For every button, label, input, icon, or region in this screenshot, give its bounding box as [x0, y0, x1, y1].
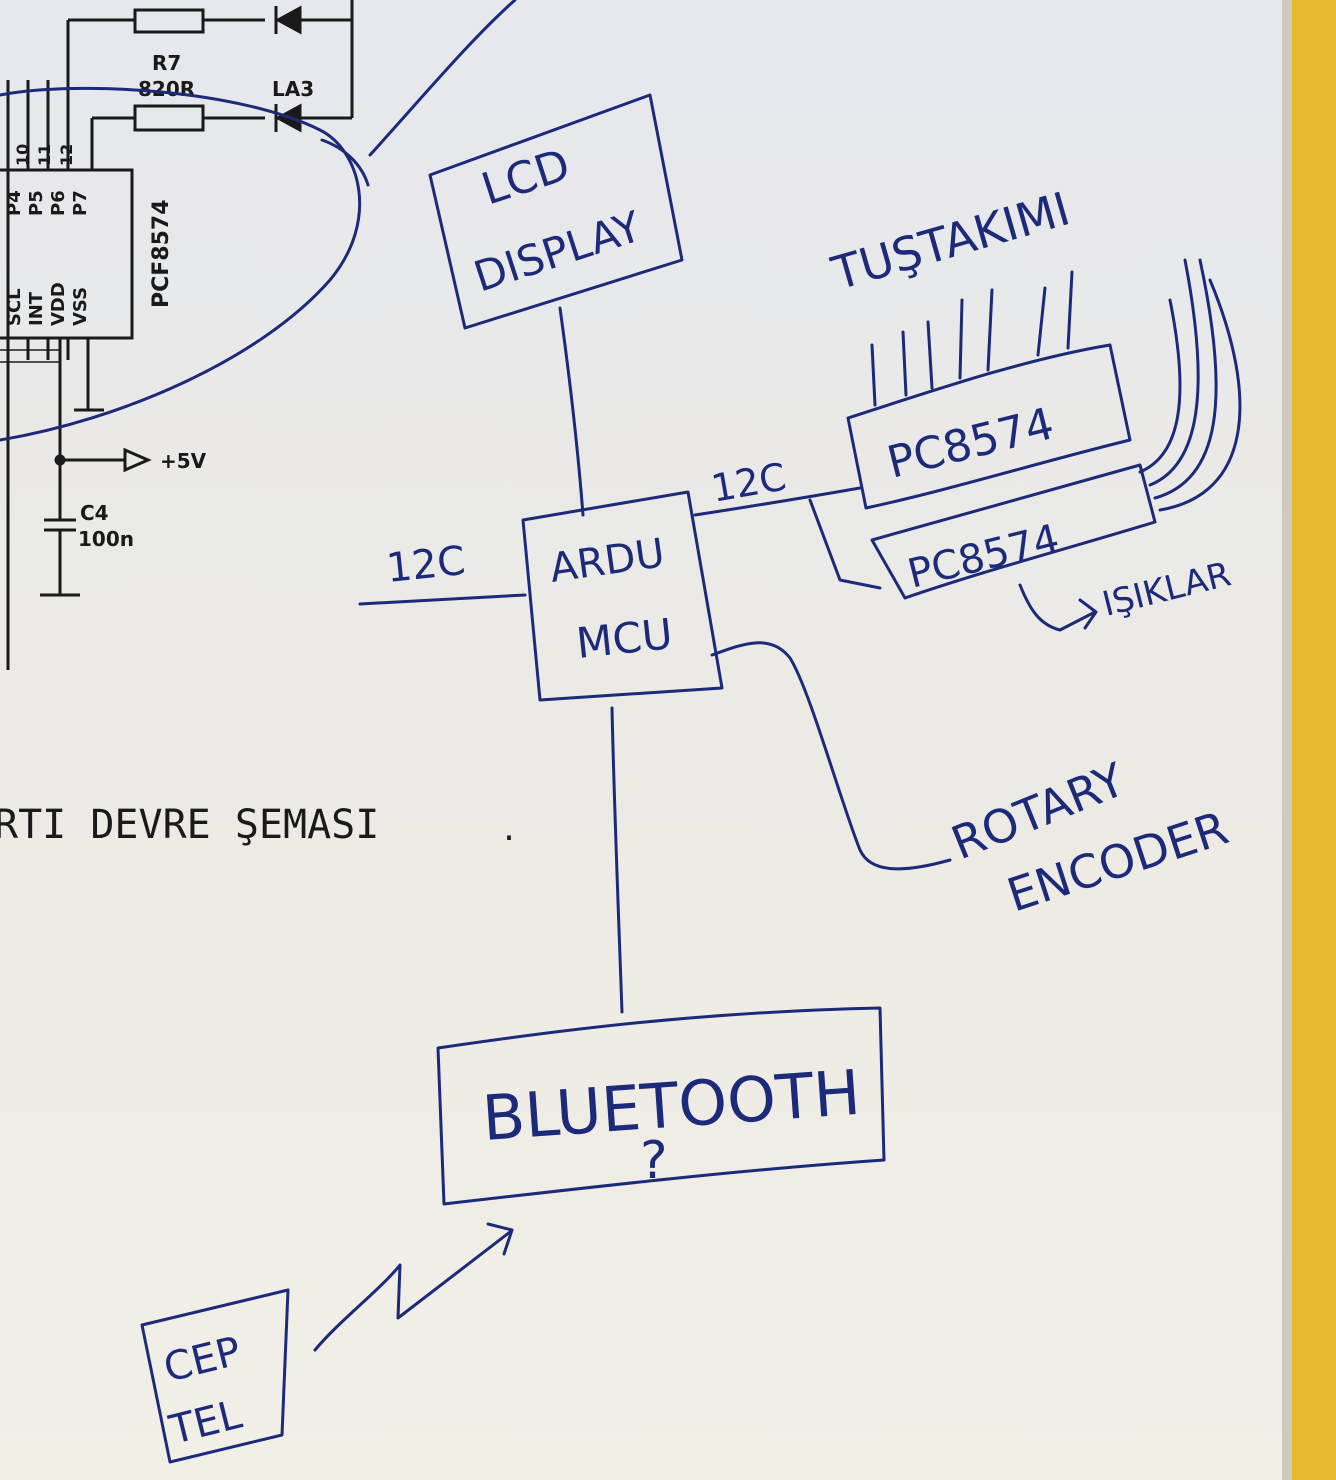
cap-value: 100n [78, 527, 134, 551]
bluetooth-question-mark: ? [640, 1131, 668, 1191]
i2c-left-label: 12C [384, 538, 467, 592]
pin-scl: SCL [4, 288, 25, 326]
pin-number-11: 11 [35, 144, 54, 166]
ink-lines [0, 0, 1242, 1464]
pin-number-10: 10 [13, 144, 32, 166]
pin-p4: P4 [4, 190, 25, 216]
pin-number-12: 12 [57, 144, 76, 166]
cap-label: C4 [80, 501, 109, 525]
resistor-label: R7 [152, 51, 181, 75]
printed-schematic [0, 0, 354, 670]
led-label: LA3 [272, 77, 314, 101]
pin-vss: VSS [70, 287, 91, 326]
ic-name: PCF8574 [149, 199, 174, 308]
ic-pins-left: SCL INT VDD VSS [4, 282, 91, 326]
supply-label: +5V [160, 449, 207, 473]
caption: RTI DEVRE ŞEMASI [0, 802, 379, 848]
arduino-label-line2: MCU [574, 609, 675, 668]
pin-vdd: VDD [48, 282, 69, 326]
binder-shadow [1282, 0, 1292, 1480]
caption-dot: . [500, 813, 518, 848]
pin-p6: P6 [48, 190, 69, 216]
pin-p5: P5 [26, 190, 47, 216]
resistor-value: 820R [138, 77, 195, 101]
pin-int: INT [26, 291, 47, 326]
pin-p7: P7 [70, 190, 91, 216]
binder-edge [1288, 0, 1336, 1480]
ic-pins-top: P4 P5 P6 P7 [4, 190, 91, 216]
pin-numbers: 10 11 12 [13, 144, 76, 166]
